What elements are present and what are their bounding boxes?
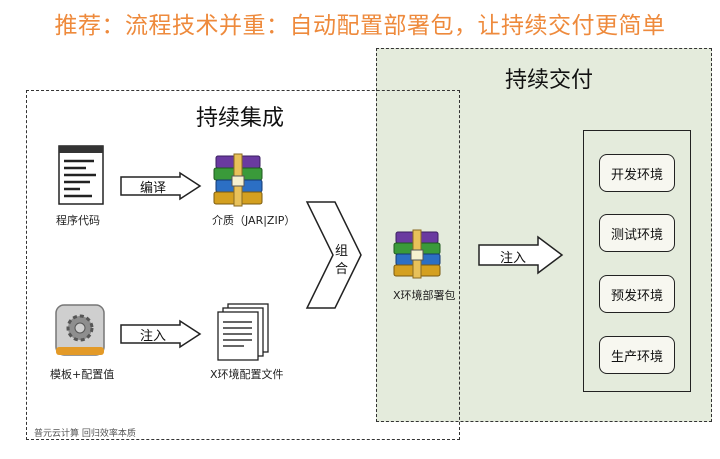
env-test: 测试环境 bbox=[599, 214, 675, 252]
document-stack-icon bbox=[217, 303, 269, 361]
source-code-label: 程序代码 bbox=[56, 214, 100, 227]
config-file-label: X环境配置文件 bbox=[210, 368, 284, 381]
source-file-icon bbox=[58, 145, 104, 205]
combine-label-2: 合 bbox=[335, 262, 349, 277]
artifact-label: 介质（JAR|ZIP） bbox=[212, 214, 296, 227]
template-config-label: 模板+配置值 bbox=[50, 368, 115, 381]
compile-arrow bbox=[120, 171, 202, 201]
deploy-package-icon bbox=[393, 229, 441, 279]
env-dev: 开发环境 bbox=[599, 154, 675, 192]
continuous-integration-label: 持续集成 bbox=[196, 106, 285, 131]
inject-arrow-ci bbox=[120, 319, 202, 349]
archive-icon bbox=[213, 153, 263, 207]
environments-panel bbox=[583, 130, 691, 392]
env-preprod: 预发环境 bbox=[599, 275, 675, 313]
inject-arrow-cd bbox=[478, 235, 564, 275]
env-prod: 生产环境 bbox=[599, 336, 675, 374]
continuous-integration-region bbox=[26, 90, 460, 440]
combine-label-1: 组 bbox=[335, 244, 349, 259]
deploy-package-label: X环境部署包 bbox=[393, 289, 456, 302]
footer-brand: 普元云计算 回归效率本质 bbox=[34, 429, 136, 439]
compile-label: 编译 bbox=[140, 181, 167, 196]
page-title: 推荐：流程技术并重：自动配置部署包，让持续交付更简单 bbox=[54, 13, 666, 39]
inject-label-ci: 注入 bbox=[140, 329, 167, 344]
inject-label-cd: 注入 bbox=[500, 251, 527, 266]
continuous-delivery-label: 持续交付 bbox=[505, 68, 594, 93]
combine-chevron bbox=[305, 201, 362, 309]
settings-app-icon bbox=[55, 304, 105, 356]
